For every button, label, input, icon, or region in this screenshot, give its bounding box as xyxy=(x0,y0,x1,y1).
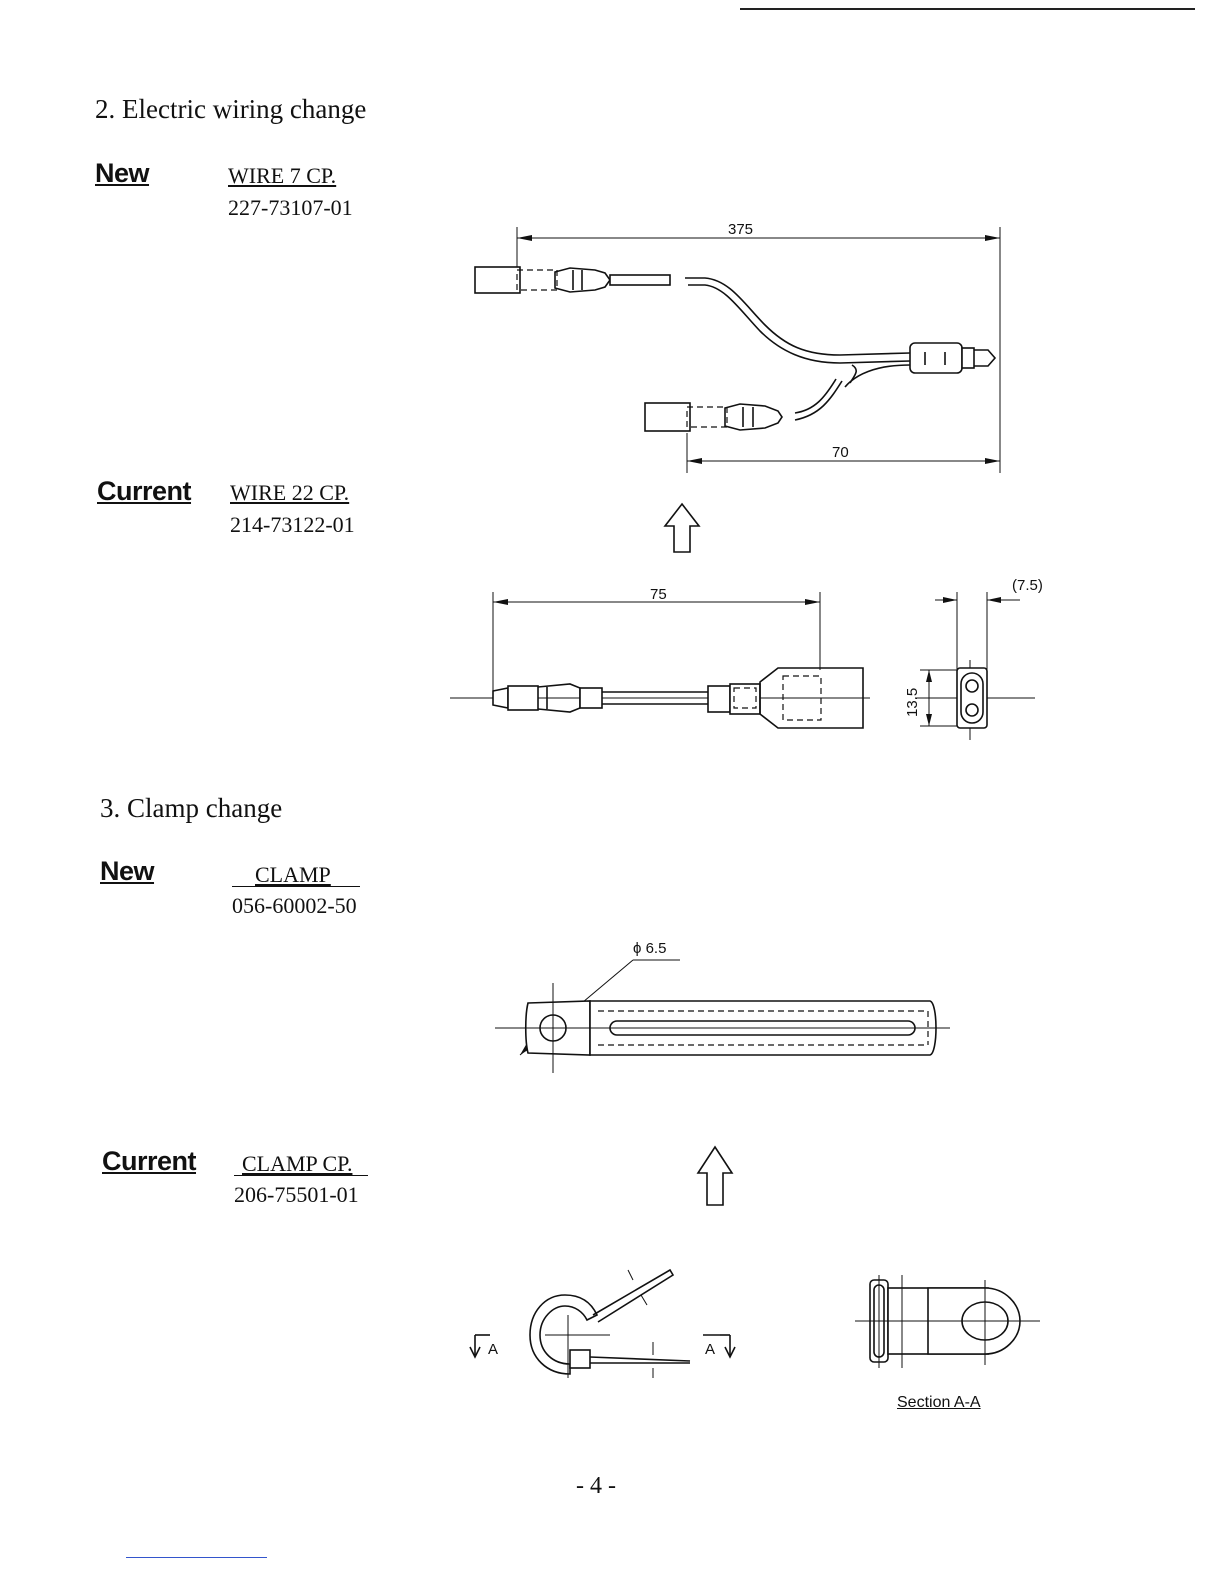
current-part-number-clamp: 206-75501-01 xyxy=(234,1182,359,1208)
current-label-clamp: Current xyxy=(102,1146,196,1177)
current-wire-drawing: 75 xyxy=(450,570,870,745)
section-marker-left: A xyxy=(488,1341,498,1358)
bottom-link-rule xyxy=(126,1557,267,1558)
new-label-clamp: New xyxy=(100,856,154,887)
new-part-number-clamp: 056-60002-50 xyxy=(232,893,357,919)
up-arrow-icon-2 xyxy=(695,1145,735,1209)
top-rule xyxy=(740,8,1195,10)
current-part-name-clamp: CLAMP CP. xyxy=(242,1151,352,1177)
current-clamp-drawing: A A xyxy=(465,1260,745,1385)
new-part-number-wiring: 227-73107-01 xyxy=(228,195,353,221)
section-title-clamp: 3. Clamp change xyxy=(100,793,282,824)
current-part-number-wiring: 214-73122-01 xyxy=(230,512,355,538)
new-part-name-clamp: CLAMP xyxy=(255,862,331,888)
section-marker-right: A xyxy=(705,1341,715,1358)
dim-phi-6-5: ϕ 6.5 xyxy=(633,940,666,957)
new-wire-drawing: 375 70 xyxy=(460,215,1020,480)
section-aa-drawing xyxy=(855,1270,1045,1370)
dim-375: 375 xyxy=(728,221,753,238)
section-aa-caption: Section A-A xyxy=(897,1394,981,1412)
new-label-wiring: New xyxy=(95,158,149,189)
new-clamp-drawing: ϕ 6.5 xyxy=(490,935,960,1080)
current-part-name-underline xyxy=(234,1175,368,1176)
dim-70: 70 xyxy=(832,444,849,461)
current-label-wiring: Current xyxy=(97,476,191,507)
up-arrow-icon xyxy=(662,502,702,556)
new-part-name-underline xyxy=(232,886,360,887)
current-wire-side-view: (7.5) 13.5 xyxy=(895,570,1050,745)
current-part-name-wiring: WIRE 22 CP. xyxy=(230,480,349,506)
new-part-name-wiring: WIRE 7 CP. xyxy=(228,163,336,189)
dim-7-5: (7.5) xyxy=(1012,577,1043,594)
section-title-wiring: 2. Electric wiring change xyxy=(95,94,366,125)
page-number: - 4 - xyxy=(576,1473,616,1500)
dim-75: 75 xyxy=(650,586,667,603)
dim-13-5: 13.5 xyxy=(904,688,921,717)
